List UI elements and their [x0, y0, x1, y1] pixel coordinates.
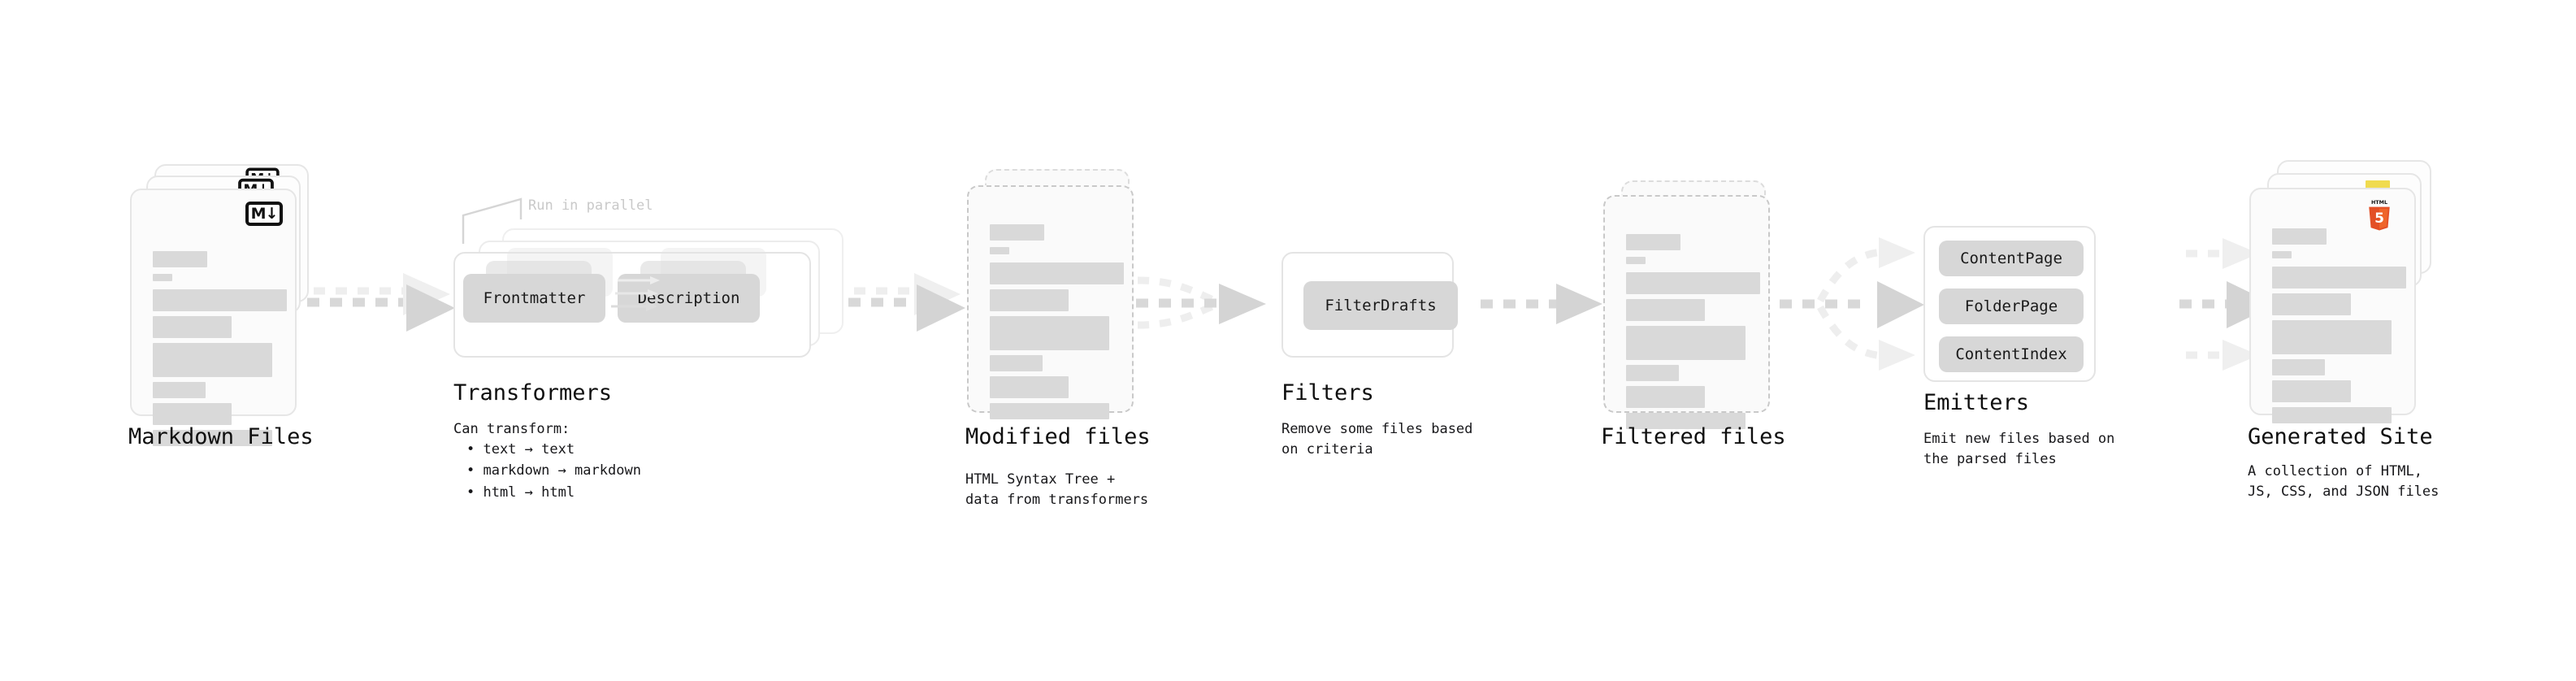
transformer-bullet: • html → html — [466, 484, 575, 501]
emitter-chip-contentindex[interactable]: ContentIndex — [1939, 336, 2084, 372]
modified-card-front — [967, 185, 1134, 419]
doc-bar — [2272, 251, 2292, 258]
svg-text:HTML: HTML — [2371, 199, 2387, 206]
arrow-modified-to-filters — [1136, 276, 1266, 329]
modified-files-caption: HTML Syntax Tree + data from transformer… — [965, 471, 1149, 508]
transformer-bullet: • markdown → markdown — [466, 462, 641, 479]
transformers-caption: Can transform: — [453, 421, 570, 437]
doc-bar — [153, 251, 207, 267]
emitter-chip-folderpage[interactable]: FolderPage — [1939, 288, 2084, 324]
doc-bar — [990, 289, 1069, 311]
markdown-card-front: M↓ — [130, 189, 297, 446]
arrow-filtered-to-emitters — [1780, 237, 1924, 371]
emitters-title: Emitters — [1923, 390, 2030, 415]
doc-bar — [153, 430, 272, 446]
filter-chip-filterdrafts[interactable]: FilterDrafts — [1303, 281, 1458, 330]
doc-bar — [2272, 228, 2327, 245]
emitters-box: ContentPage FolderPage ContentIndex — [1923, 226, 2096, 382]
doc-bar — [990, 316, 1109, 350]
doc-bar — [2272, 293, 2351, 315]
doc-bar — [2272, 380, 2351, 402]
doc-bar — [2272, 267, 2406, 288]
arrow-markdown-to-transformers — [307, 273, 455, 332]
doc-bar — [990, 403, 1109, 419]
doc-bar — [153, 316, 232, 338]
markdown-icon: M↓ — [245, 202, 283, 226]
transformers-box-front: Frontmatter Description — [453, 248, 811, 358]
doc-bar — [990, 262, 1124, 284]
doc-bar — [1626, 257, 1646, 264]
filters-box: FilterDrafts — [1281, 252, 1458, 358]
modified-files-title: Modified files — [965, 424, 1151, 449]
svg-text:5: 5 — [2374, 210, 2384, 227]
arrow-filters-to-filtered — [1481, 284, 1602, 324]
markdown-files-title: Markdown Files — [128, 424, 314, 449]
doc-bar — [990, 224, 1044, 241]
doc-bar — [153, 289, 287, 311]
transformer-chip-description[interactable]: Description — [618, 274, 760, 323]
transformers-bullets: • text → text • markdown → markdown • ht… — [453, 439, 641, 503]
doc-bar — [153, 343, 272, 377]
doc-bar — [1626, 272, 1760, 294]
doc-bar — [1626, 299, 1705, 321]
doc-bar — [2272, 359, 2325, 375]
doc-bar — [153, 382, 206, 398]
doc-bar — [1626, 365, 1679, 381]
emitter-chip-contentpage[interactable]: ContentPage — [1939, 241, 2084, 276]
doc-bar — [2272, 407, 2392, 423]
generated-site-caption: A collection of HTML, JS, CSS, and JSON … — [2248, 463, 2439, 500]
run-in-parallel-note: Run in parallel — [528, 197, 653, 214]
html5-icon: HTML 5 — [2369, 199, 2390, 231]
filtered-card-front — [1603, 195, 1770, 429]
doc-bar — [153, 274, 172, 281]
doc-bar — [1626, 386, 1705, 408]
filtered-files-title: Filtered files — [1601, 424, 1786, 449]
doc-bar — [1626, 326, 1746, 360]
transformer-bullet: • text → text — [466, 441, 575, 458]
doc-bar — [1626, 234, 1680, 250]
doc-bar — [990, 355, 1043, 371]
transformer-chip-frontmatter[interactable]: Frontmatter — [463, 274, 605, 323]
doc-bar — [153, 403, 232, 425]
filters-caption: Remove some files based on criteria — [1281, 421, 1473, 458]
emitters-caption: Emit new files based on the parsed files — [1923, 431, 2115, 467]
generated-site-title: Generated Site — [2248, 424, 2433, 449]
site-card-html: HTML 5 — [2249, 188, 2416, 423]
doc-bar — [2272, 320, 2392, 354]
doc-bar — [990, 247, 1009, 254]
arrow-transformers-to-modified — [826, 273, 965, 332]
doc-bar — [990, 376, 1069, 398]
transformers-title: Transformers — [453, 380, 613, 406]
doc-bar — [1626, 413, 1746, 429]
filters-title: Filters — [1281, 380, 1374, 406]
